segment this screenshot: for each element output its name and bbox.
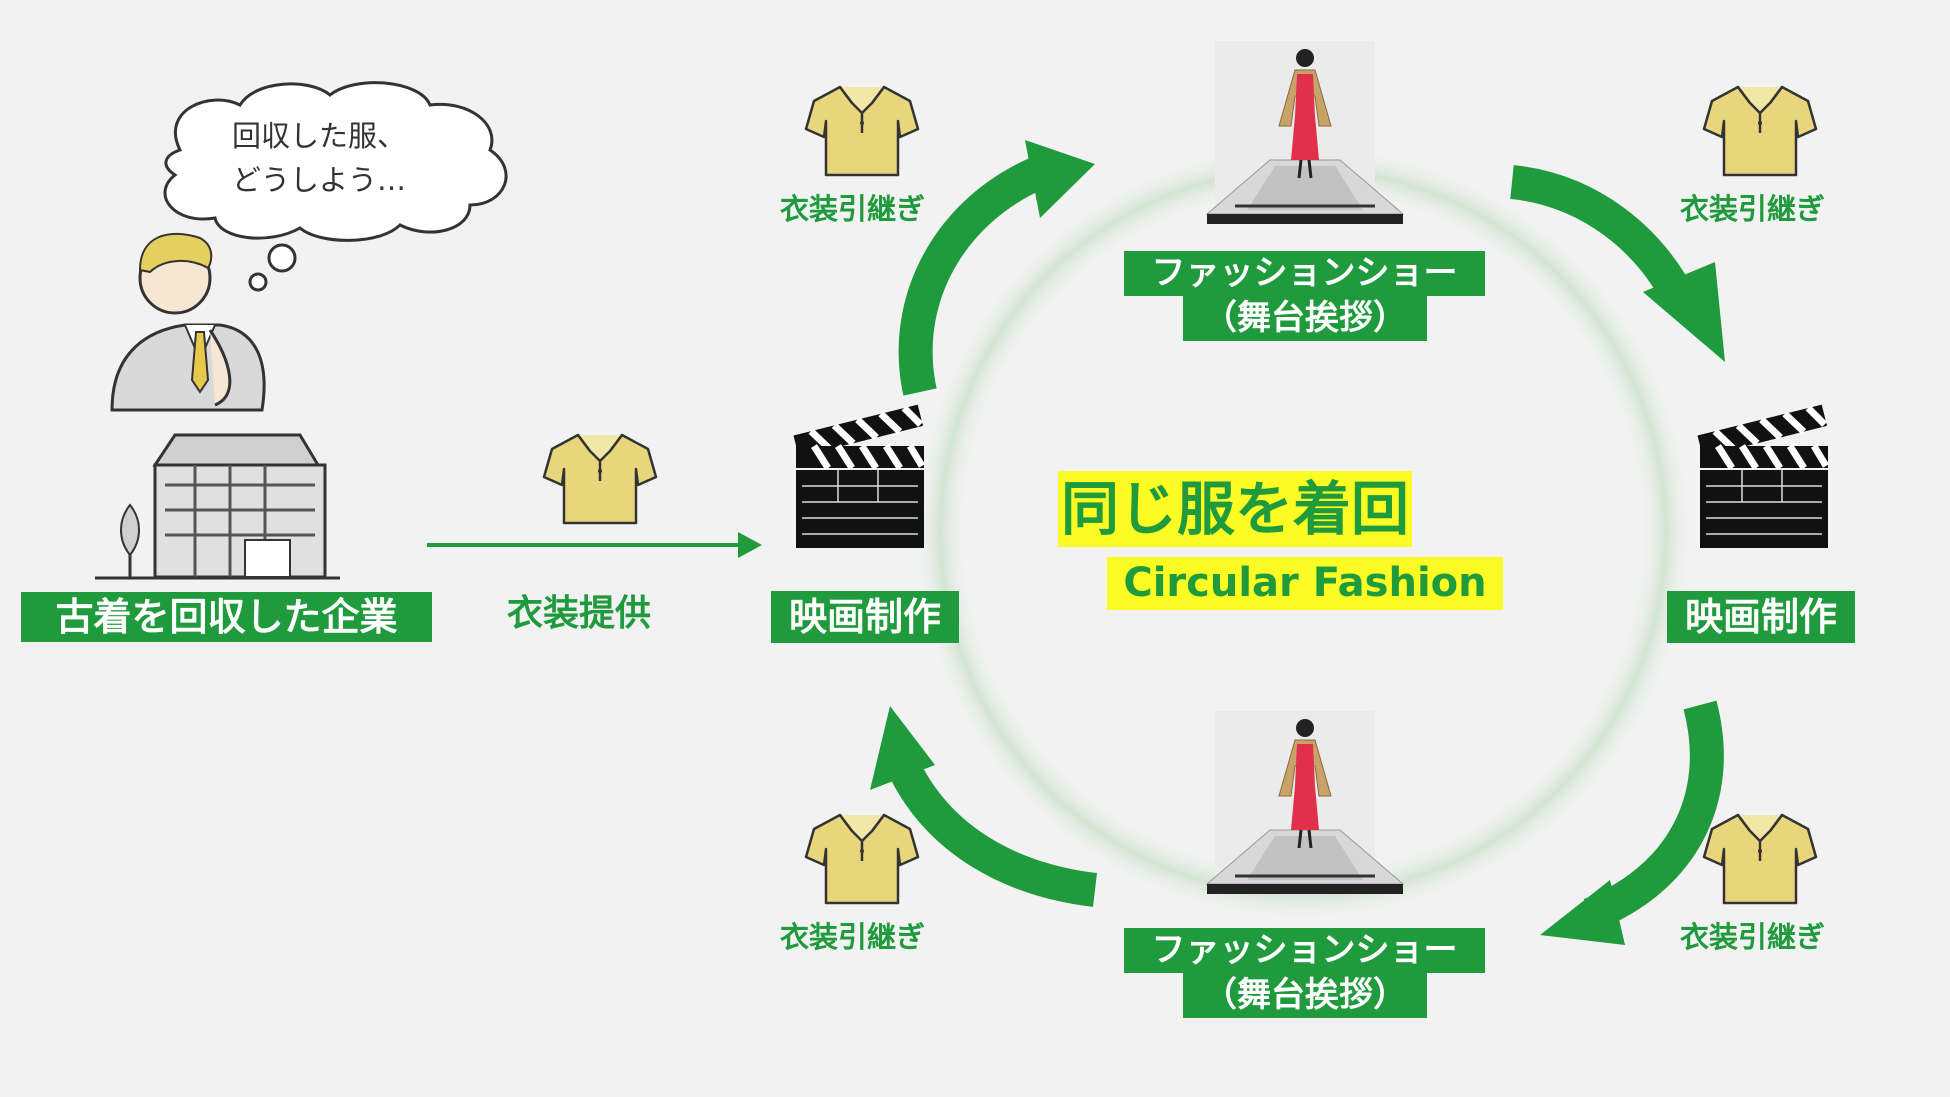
shirt-icon [804, 85, 920, 177]
shirt-icon [1702, 813, 1818, 905]
thought-line-2: どうしよう… [232, 163, 407, 197]
clapperboard-icon [793, 405, 924, 548]
center-title: 同じ服を着回す [1058, 471, 1412, 619]
movie-left-label: 映画制作 [771, 591, 959, 643]
shirt-icon [542, 433, 658, 525]
fashion-bottom-line1: ファッションショー [1124, 928, 1485, 973]
fashion-bottom-line2: （舞台挨拶） [1183, 973, 1427, 1018]
cycle-arrow-icon [870, 140, 1725, 945]
runway-model-icon [1205, 39, 1405, 226]
thought-line-1: 回収した服、 [232, 119, 407, 153]
center-subtitle: Circular Fashion [1107, 557, 1503, 610]
handoff-top-left: 衣装引継ぎ [780, 192, 926, 226]
businessman-icon [110, 232, 266, 412]
building-icon [95, 433, 340, 580]
shirt-icon [1702, 85, 1818, 177]
provide-label: 衣装提供 [507, 593, 652, 634]
clapperboard-icon [1697, 405, 1828, 548]
handoff-top-right: 衣装引継ぎ [1680, 192, 1826, 226]
thought-bubble-icon [163, 81, 508, 292]
movie-right-label: 映画制作 [1667, 591, 1855, 643]
fashion-top-line1: ファッションショー [1124, 251, 1485, 296]
company-label: 古着を回収した企業 [21, 592, 432, 642]
thought-bubble-text: 回収した服、 どうしよう… [232, 114, 472, 202]
handoff-bottom-right: 衣装引継ぎ [1680, 920, 1826, 954]
shirt-icon [804, 813, 920, 905]
fashion-top-line2: （舞台挨拶） [1183, 296, 1427, 341]
handoff-bottom-left: 衣装引継ぎ [780, 920, 926, 954]
runway-model-icon [1205, 709, 1405, 896]
